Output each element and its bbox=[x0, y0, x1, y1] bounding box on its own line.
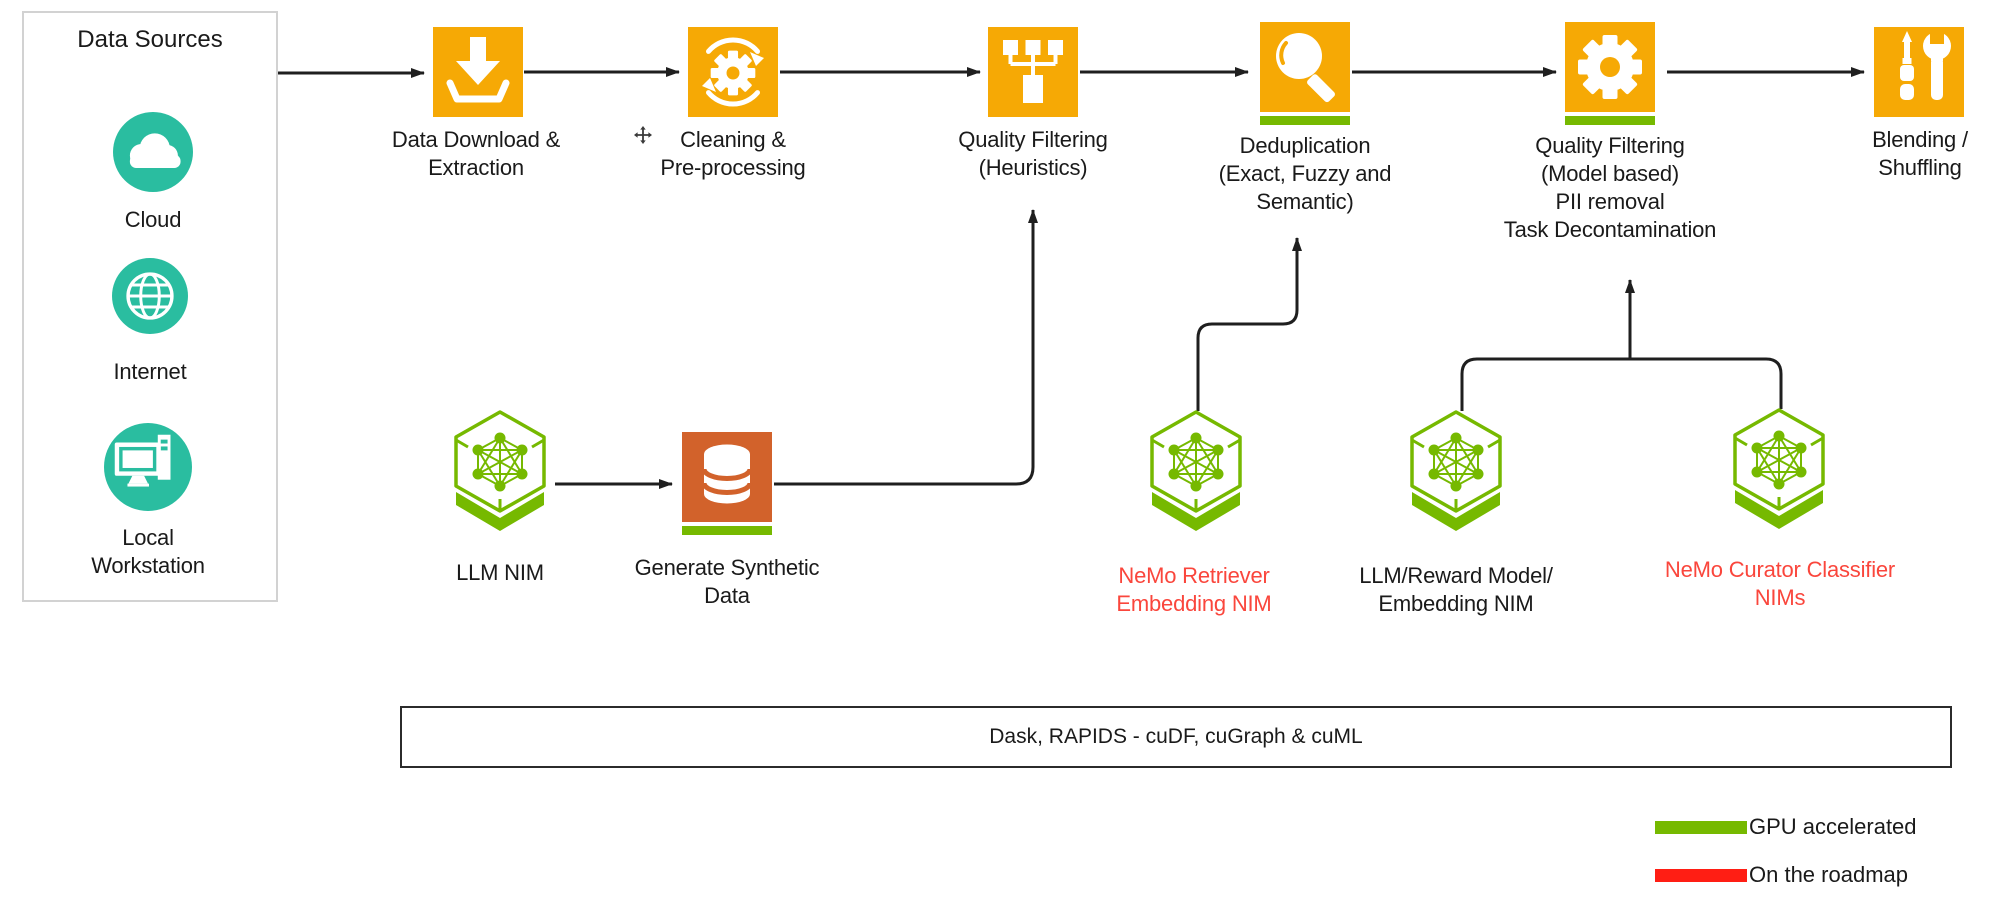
legend-roadmap-label: On the roadmap bbox=[1749, 862, 1908, 887]
gpu-accelerated-bar bbox=[682, 526, 772, 535]
step-label-download-extraction: Data Download & Extraction bbox=[391, 127, 561, 180]
step-label-quality-filtering-heuristics: Quality Filtering (Heuristics) bbox=[958, 127, 1108, 180]
framework-bar-label: Dask, RAPIDS - cuDF, cuGraph & cuML bbox=[989, 725, 1363, 748]
download-icon bbox=[433, 27, 523, 117]
nim-hexagon-icon bbox=[1726, 404, 1832, 544]
nim-hexagon-icon bbox=[1143, 406, 1249, 546]
step-label-deduplication: Deduplication (Exact, Fuzzy and Semantic… bbox=[1218, 133, 1392, 214]
cleaning-gear-sync-icon bbox=[688, 27, 778, 117]
dedup-magnifier-icon bbox=[1260, 22, 1350, 112]
nim-hexagon-icon bbox=[447, 406, 553, 546]
framework-bar: Dask, RAPIDS - cuDF, cuGraph & cuML bbox=[400, 706, 1952, 768]
legend-gpu-label: GPU accelerated bbox=[1749, 814, 1917, 839]
cloud-icon bbox=[113, 112, 193, 192]
move-cursor-icon bbox=[634, 126, 652, 144]
model-filter-gear-icon bbox=[1565, 22, 1655, 112]
source-label-cloud: Cloud bbox=[124, 207, 182, 232]
source-label-internet: Internet bbox=[113, 359, 187, 384]
heuristic-filter-tree-icon bbox=[988, 27, 1078, 117]
gpu-accelerated-bar bbox=[1565, 116, 1655, 125]
source-label-local-workstation: Local Workstation bbox=[91, 525, 205, 578]
step-label-quality-filtering-model: Quality Filtering (Model based) PII remo… bbox=[1503, 133, 1717, 242]
nim-label-nemo-retriever: NeMo Retriever Embedding NIM bbox=[1116, 563, 1272, 616]
legend-gpu-accelerated: GPU accelerated bbox=[1655, 816, 1917, 838]
step-label-blending-shuffling: Blending / Shuffling bbox=[1872, 127, 1968, 180]
local-workstation-icon bbox=[104, 423, 192, 511]
gpu-accelerated-swatch bbox=[1655, 820, 1747, 834]
nim-hexagon-icon bbox=[1403, 406, 1509, 546]
data-sources-title: Data Sources bbox=[77, 26, 223, 53]
nim-label-nemo-curator-classifier: NeMo Curator Classifier NIMs bbox=[1664, 557, 1896, 610]
gpu-accelerated-bar bbox=[1260, 116, 1350, 125]
nim-label-generate-synthetic-data: Generate Synthetic Data bbox=[634, 555, 820, 608]
step-label-cleaning-preprocessing: Cleaning & Pre-processing bbox=[660, 127, 806, 180]
on-roadmap-swatch bbox=[1655, 868, 1747, 882]
internet-globe-icon bbox=[112, 258, 188, 334]
blending-tools-icon bbox=[1874, 27, 1964, 117]
nim-label-llm: LLM NIM bbox=[456, 560, 544, 585]
database-icon bbox=[682, 432, 772, 522]
nim-label-llm-reward-embedding: LLM/Reward Model/ Embedding NIM bbox=[1359, 563, 1553, 616]
legend-on-roadmap: On the roadmap bbox=[1655, 864, 1908, 886]
